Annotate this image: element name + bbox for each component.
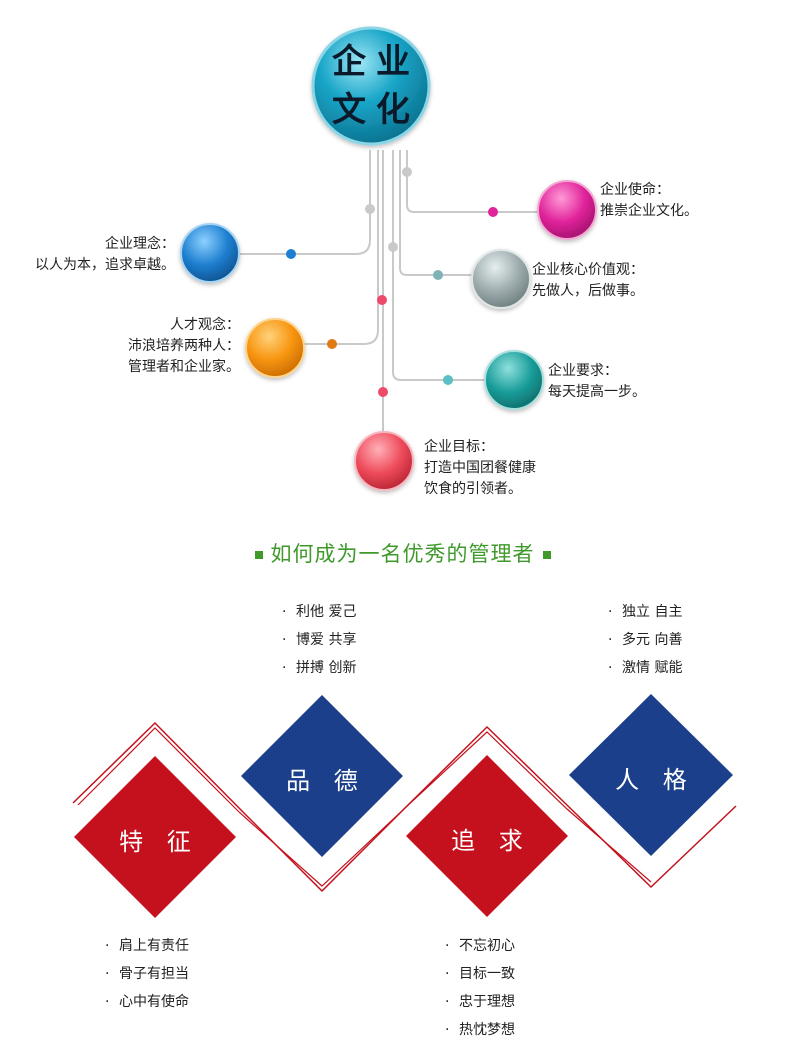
node-mission-line-1: 推崇企业文化。: [600, 203, 698, 219]
node-goal-line-1: 打造中国团餐健康: [424, 460, 536, 476]
node-values-line-1: 先做人，后做事。: [532, 283, 644, 299]
dot-pink-mission: [488, 207, 498, 217]
list-item: ·心中有使命: [105, 994, 189, 1010]
connector-talent: [303, 150, 379, 345]
zhuiqiu-item-2: 目标一致: [459, 966, 515, 982]
node-talent-text: 人才观念： 沛浪培养两种人： 管理者和企业家。: [90, 315, 240, 378]
node-philosophy-title: 企业理念：: [105, 236, 175, 252]
diamond-tezheng: [74, 756, 236, 918]
list-item: ·忠于理想: [445, 994, 515, 1010]
node-values-title: 企业核心价值观：: [532, 262, 644, 278]
diamond-rengge-label: 人 格: [615, 766, 695, 794]
zigzag-outline-lower: [77, 727, 652, 887]
dot-blue-philosophy: [286, 249, 296, 259]
list-item: ·拼搏 创新: [282, 660, 357, 676]
section-title-text: 如何成为一名优秀的管理者: [270, 542, 535, 566]
hub-line-1: 企业: [332, 42, 420, 82]
section-title-left-square-icon: [254, 551, 263, 559]
hub-line-2: 文化: [332, 90, 420, 130]
connector-philosophy: [238, 150, 371, 255]
node-talent-line-1: 沛浪培养两种人：: [128, 338, 240, 354]
node-talent-title: 人才观念：: [170, 317, 240, 333]
hub-label: 企业 文化: [311, 38, 441, 134]
list-item: ·热忱梦想: [445, 1022, 515, 1038]
ball-goal: [354, 431, 414, 491]
list-item: ·博爱 共享: [282, 632, 357, 648]
zhuiqiu-item-4: 热忱梦想: [459, 1022, 515, 1038]
connector-lines: [238, 150, 540, 432]
diamond-zhuiqiu: [406, 755, 568, 917]
dot-orange-talent: [327, 339, 337, 349]
node-goal-line-2: 饮食的引领者。: [424, 481, 522, 497]
list-item: ·利他 爱己: [282, 604, 357, 620]
zhuiqiu-item-3: 忠于理想: [459, 994, 515, 1010]
diamond-pinde: [241, 695, 403, 857]
node-goal-text: 企业目标： 打造中国团餐健康 饮食的引领者。: [424, 437, 536, 500]
pinde-item-3: 拼搏 创新: [296, 660, 357, 676]
diamond-zhuiqiu-label: 追 求: [451, 827, 531, 855]
list-item: ·骨子有担当: [105, 966, 189, 982]
dot-pink-goal: [378, 387, 388, 397]
ball-philosophy: [180, 223, 240, 283]
dot-teal-values: [433, 270, 443, 280]
node-philosophy-text: 企业理念： 以人为本，追求卓越。: [20, 234, 175, 276]
hub-circle: [311, 26, 431, 146]
node-goal-title: 企业目标：: [424, 439, 494, 455]
node-philosophy-line-1: 以人为本，追求卓越。: [35, 257, 175, 273]
diamond-pinde-label: 品 德: [286, 767, 366, 795]
connector-values: [399, 150, 475, 276]
dot-pink-2: [377, 295, 387, 305]
rengge-list: ·独立 自主 ·多元 向善 ·激情 赋能: [608, 598, 682, 682]
node-requirement-text: 企业要求： 每天提高一步。: [548, 361, 646, 403]
rengge-item-2: 多元 向善: [622, 632, 683, 648]
ball-talent: [245, 318, 305, 378]
list-item: ·多元 向善: [608, 632, 683, 648]
tezheng-item-3: 心中有使命: [119, 994, 189, 1010]
node-requirement-line-1: 每天提高一步。: [548, 384, 646, 400]
tezheng-list: ·肩上有责任 ·骨子有担当 ·心中有使命: [105, 932, 189, 1016]
connector-dots: [286, 167, 498, 397]
ball-values: [471, 249, 531, 309]
zhuiqiu-item-1: 不忘初心: [459, 938, 515, 954]
node-talent-line-2: 管理者和企业家。: [128, 359, 240, 375]
rengge-item-3: 激情 赋能: [622, 660, 683, 676]
node-mission-title: 企业使命：: [600, 182, 670, 198]
ball-mission: [537, 180, 597, 240]
node-values-text: 企业核心价值观： 先做人，后做事。: [532, 260, 644, 302]
connector-mission: [406, 150, 540, 213]
list-item: ·独立 自主: [608, 604, 683, 620]
list-item: ·目标一致: [445, 966, 515, 982]
list-item: ·肩上有责任: [105, 938, 189, 954]
section-title: 如何成为一名优秀的管理者: [0, 538, 805, 568]
zhuiqiu-list: ·不忘初心 ·目标一致 ·忠于理想 ·热忱梦想: [445, 932, 515, 1044]
tezheng-item-2: 骨子有担当: [119, 966, 189, 982]
diamond-rengge: [569, 694, 733, 856]
list-item: ·不忘初心: [445, 938, 515, 954]
section-title-right-square-icon: [542, 551, 551, 559]
pinde-item-2: 博爱 共享: [296, 632, 357, 648]
list-item: ·激情 赋能: [608, 660, 683, 676]
dot-teal-req: [443, 375, 453, 385]
node-requirement-title: 企业要求：: [548, 363, 618, 379]
dot-gray-1: [402, 167, 412, 177]
diamond-tezheng-label: 特 征: [119, 828, 199, 856]
ball-requirement: [484, 350, 544, 410]
connector-requirement: [392, 150, 488, 381]
tezheng-item-1: 肩上有责任: [119, 938, 189, 954]
rengge-item-1: 独立 自主: [622, 604, 683, 620]
dot-gray-3: [388, 242, 398, 252]
pinde-list: ·利他 爱己 ·博爱 共享 ·拼搏 创新: [282, 598, 356, 682]
dot-gray-2: [365, 204, 375, 214]
pinde-item-1: 利他 爱己: [296, 604, 357, 620]
node-mission-text: 企业使命： 推崇企业文化。: [600, 180, 698, 222]
